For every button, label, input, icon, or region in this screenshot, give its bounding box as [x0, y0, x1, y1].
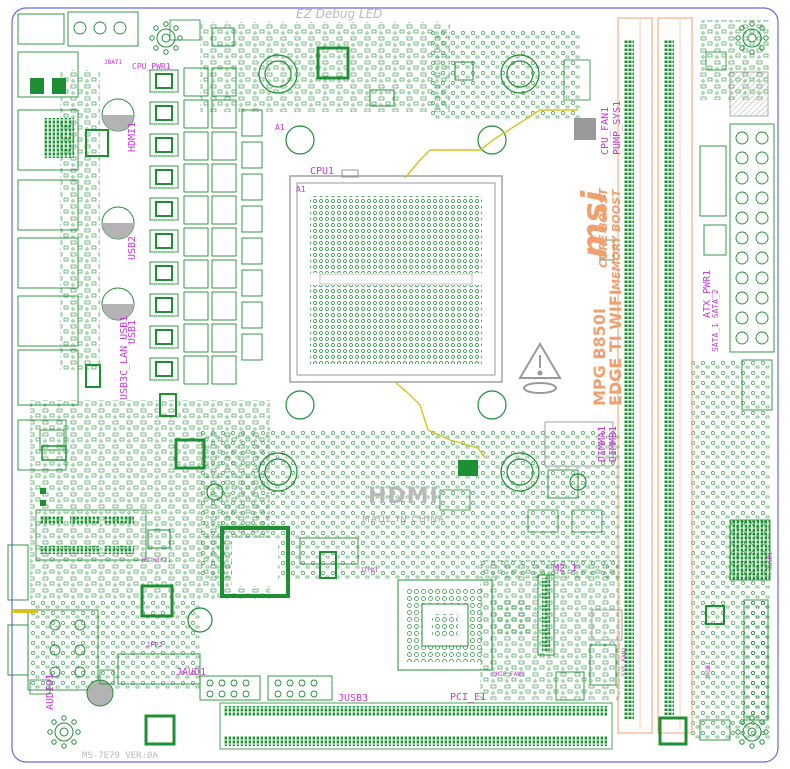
- chipset-bga: [397, 579, 493, 671]
- hdmi-logo: HDMI: [368, 484, 439, 509]
- label-sys-fan1: SYS_FAN1: [621, 647, 628, 676]
- label-jusb3: JUSB3: [338, 693, 369, 704]
- label-jrgb1: JRGB1: [705, 661, 712, 680]
- dimm-slots: [617, 17, 693, 734]
- label-jusb1: JUSB1: [767, 551, 774, 570]
- label-cpu-fan1: CPU_FAN1: [600, 106, 611, 155]
- vrm-inductors: [149, 67, 263, 385]
- label-jfp2: JFP2: [146, 641, 163, 649]
- label-pump-sys1: PUMP_SYS1: [612, 100, 623, 155]
- atx-power: [699, 123, 775, 353]
- label-jtpm1: JTPM1: [360, 567, 379, 574]
- misc-pads: [29, 239, 615, 695]
- m2-wifi-area: [35, 509, 171, 561]
- cpu-socket: [289, 169, 503, 383]
- label-jaud1: JAUD1: [176, 667, 207, 678]
- bottom-headers: [117, 537, 617, 701]
- made-in-label: MADE IN CHINA: [362, 515, 446, 525]
- label-hdmi1: HDMI1: [127, 121, 138, 152]
- label-model: MS-7E79 VER:0A: [82, 751, 158, 761]
- component-field: [30, 20, 770, 740]
- vrm-mosfets: [155, 73, 173, 377]
- label-m2-1: M2_1: [553, 563, 578, 574]
- label-audio1: AUDIO1: [45, 673, 56, 710]
- label-cpu1: CPU1: [310, 166, 335, 177]
- label-a1-pin: A1: [296, 185, 306, 194]
- warning-icon: [518, 342, 562, 394]
- usb-mount-holes: [86, 98, 135, 707]
- label-m2-wifi1: M2_WIFI1: [142, 557, 171, 564]
- ez-debug-led-label: EZ Debug LED: [296, 7, 383, 21]
- label-usb2: USB2: [127, 235, 138, 260]
- brand-core-boost: CORE BOOST: [597, 188, 610, 268]
- label-a1-top: A1: [275, 123, 285, 132]
- label-pci-e1: PCI_E1: [450, 692, 487, 703]
- m2-slot: [494, 574, 555, 656]
- label-sata: SATA_1 SATA_2: [711, 289, 720, 352]
- top-right-parts: [563, 51, 769, 117]
- rear-io: [7, 11, 139, 691]
- brand-edition: EDGE TI WIFI: [606, 289, 625, 406]
- label-chip-fan1: CHIP_FAN1: [492, 671, 525, 678]
- label-cpu-pwr1: CPU_PWR1: [132, 62, 171, 71]
- brand-memory-boost: MEMORY BOOST: [610, 189, 623, 290]
- label-lan-usb1: USB3C_LAN_USB1: [119, 315, 130, 400]
- left-black-pads: [30, 78, 74, 506]
- pcie-slot: [219, 702, 613, 750]
- label-dimma1: DIMMA1: [597, 425, 608, 462]
- label-dimmb1: DIMMB1: [608, 425, 619, 462]
- right-headers: [544, 359, 773, 741]
- label-jbat1: JBAT1: [104, 59, 123, 66]
- black-ics: [85, 129, 725, 746]
